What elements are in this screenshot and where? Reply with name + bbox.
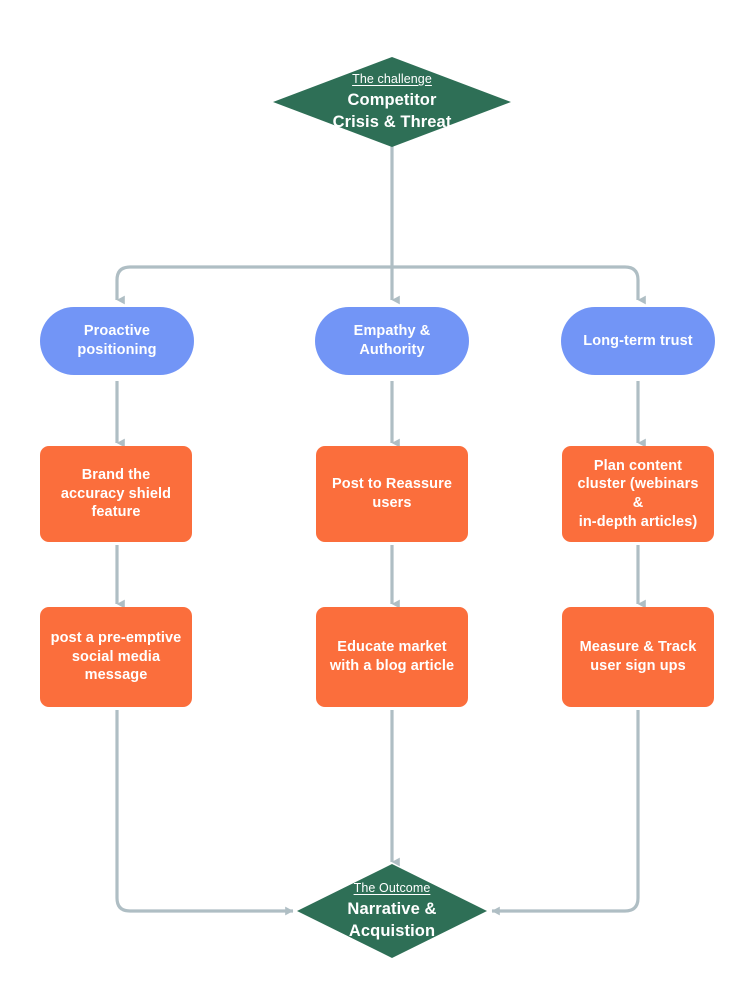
node-action-measure-track-signups[interactable]: Measure & Track user sign ups bbox=[562, 607, 714, 707]
node-pillar-empathy-authority[interactable]: Empathy & Authority bbox=[315, 307, 469, 375]
node-action-1-3-label: Plan content cluster (webinars & in-dept… bbox=[577, 457, 699, 530]
node-outcome-eyebrow: The Outcome bbox=[353, 880, 431, 895]
node-pillar-proactive-positioning[interactable]: Proactive positioning bbox=[40, 307, 194, 375]
node-action-brand-accuracy-shield[interactable]: Brand the accuracy shield feature bbox=[40, 446, 192, 542]
node-action-2-1-label: post a pre-emptive social media message bbox=[50, 630, 182, 684]
node-action-plan-content-cluster[interactable]: Plan content cluster (webinars & in-dept… bbox=[562, 446, 714, 542]
node-action-1-1-label: Brand the accuracy shield feature bbox=[60, 467, 172, 521]
node-action-post-to-reassure-users[interactable]: Post to Reassure users bbox=[316, 446, 468, 542]
node-challenge[interactable]: The challenge Competitor Crisis & Threat bbox=[273, 57, 511, 147]
node-pillar-1-label: Proactive positioning bbox=[77, 323, 157, 358]
edge-right-column-to-outcome bbox=[491, 710, 640, 916]
node-pillar-long-term-trust[interactable]: Long-term trust bbox=[561, 307, 715, 375]
edge-left-column-to-outcome bbox=[115, 710, 294, 916]
node-action-educate-market-blog[interactable]: Educate market with a blog article bbox=[316, 607, 468, 707]
node-action-1-2-label: Post to Reassure users bbox=[331, 476, 453, 511]
edge-bus-to-pillar-3 bbox=[392, 265, 646, 305]
node-action-pre-emptive-social-post[interactable]: post a pre-emptive social media message bbox=[40, 607, 192, 707]
node-challenge-text: The challenge Competitor Crisis & Threat bbox=[333, 71, 452, 133]
node-pillar-2-label: Empathy & Authority bbox=[353, 323, 431, 358]
node-outcome[interactable]: The Outcome Narrative & Acquistion bbox=[297, 864, 487, 958]
edge-bus-to-pillar-1 bbox=[115, 265, 392, 305]
node-challenge-eyebrow: The challenge bbox=[352, 71, 432, 86]
node-action-2-3-label: Measure & Track user sign ups bbox=[579, 639, 697, 674]
diamond-shape-challenge bbox=[273, 57, 511, 147]
node-action-2-2-label: Educate market with a blog article bbox=[329, 639, 455, 674]
node-challenge-title: Competitor Crisis & Threat bbox=[332, 91, 452, 131]
node-outcome-title: Narrative & Acquistion bbox=[347, 900, 437, 940]
node-pillar-3-label: Long-term trust bbox=[583, 332, 693, 349]
node-outcome-text: The Outcome Narrative & Acquistion bbox=[347, 880, 436, 942]
diamond-shape-outcome bbox=[297, 864, 487, 958]
